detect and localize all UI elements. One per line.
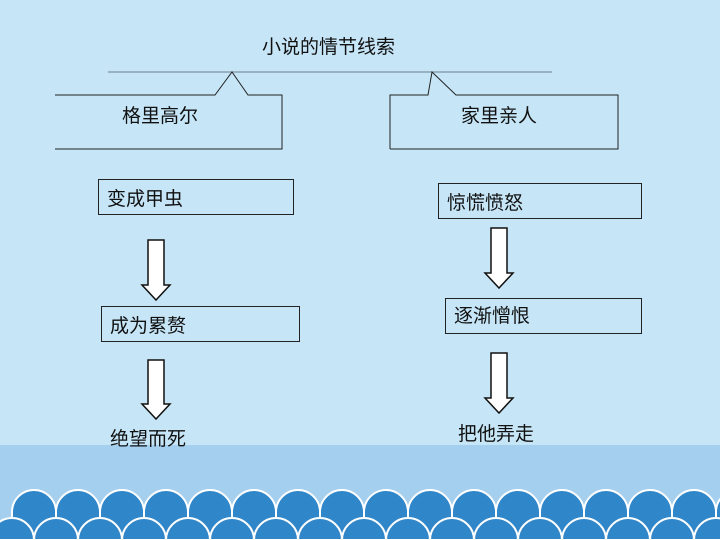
wave-bump: [164, 517, 212, 540]
wave-bump: [516, 517, 564, 540]
callout-right-frame: [389, 70, 619, 150]
wave-bump: [472, 517, 520, 540]
wave-bump: [560, 517, 608, 540]
arrow-down-icon: [140, 359, 172, 421]
wave-bump: [340, 517, 388, 540]
wave-bump: [384, 517, 432, 540]
diagram-title: 小说的情节线索: [262, 36, 396, 58]
callout-left-frame: [55, 71, 283, 150]
wave-bump: [648, 517, 696, 540]
arrow-down-icon: [483, 227, 515, 290]
arrow-down-icon: [483, 352, 515, 415]
right-step-3: 把他弄走: [458, 423, 535, 445]
wave-bump: [428, 517, 476, 540]
left-step-2: 成为累赘: [101, 306, 300, 342]
right-step-2: 逐渐憎恨: [445, 298, 642, 334]
wave-bump: [252, 517, 300, 540]
left-step-2-label: 成为累赘: [110, 315, 187, 337]
wave-bump: [120, 517, 168, 540]
wave-bump: [76, 517, 124, 540]
right-header: 家里亲人: [461, 105, 538, 127]
wave-bump: [692, 517, 720, 540]
left-step-1-label: 变成甲虫: [107, 188, 184, 210]
wave-decoration: [0, 489, 720, 540]
wave-bump: [32, 517, 80, 540]
right-step-1-label: 惊慌愤怒: [447, 192, 524, 214]
right-step-2-label: 逐渐憎恨: [454, 305, 531, 327]
wave-bump: [604, 517, 652, 540]
wave-bump: [208, 517, 256, 540]
left-header: 格里高尔: [122, 105, 199, 127]
right-step-1: 惊慌愤怒: [438, 183, 642, 219]
wave-bump: [0, 517, 36, 540]
wave-bump: [296, 517, 344, 540]
arrow-down-icon: [140, 239, 172, 302]
left-step-1: 变成甲虫: [98, 179, 294, 215]
left-step-3: 绝望而死: [110, 428, 187, 450]
